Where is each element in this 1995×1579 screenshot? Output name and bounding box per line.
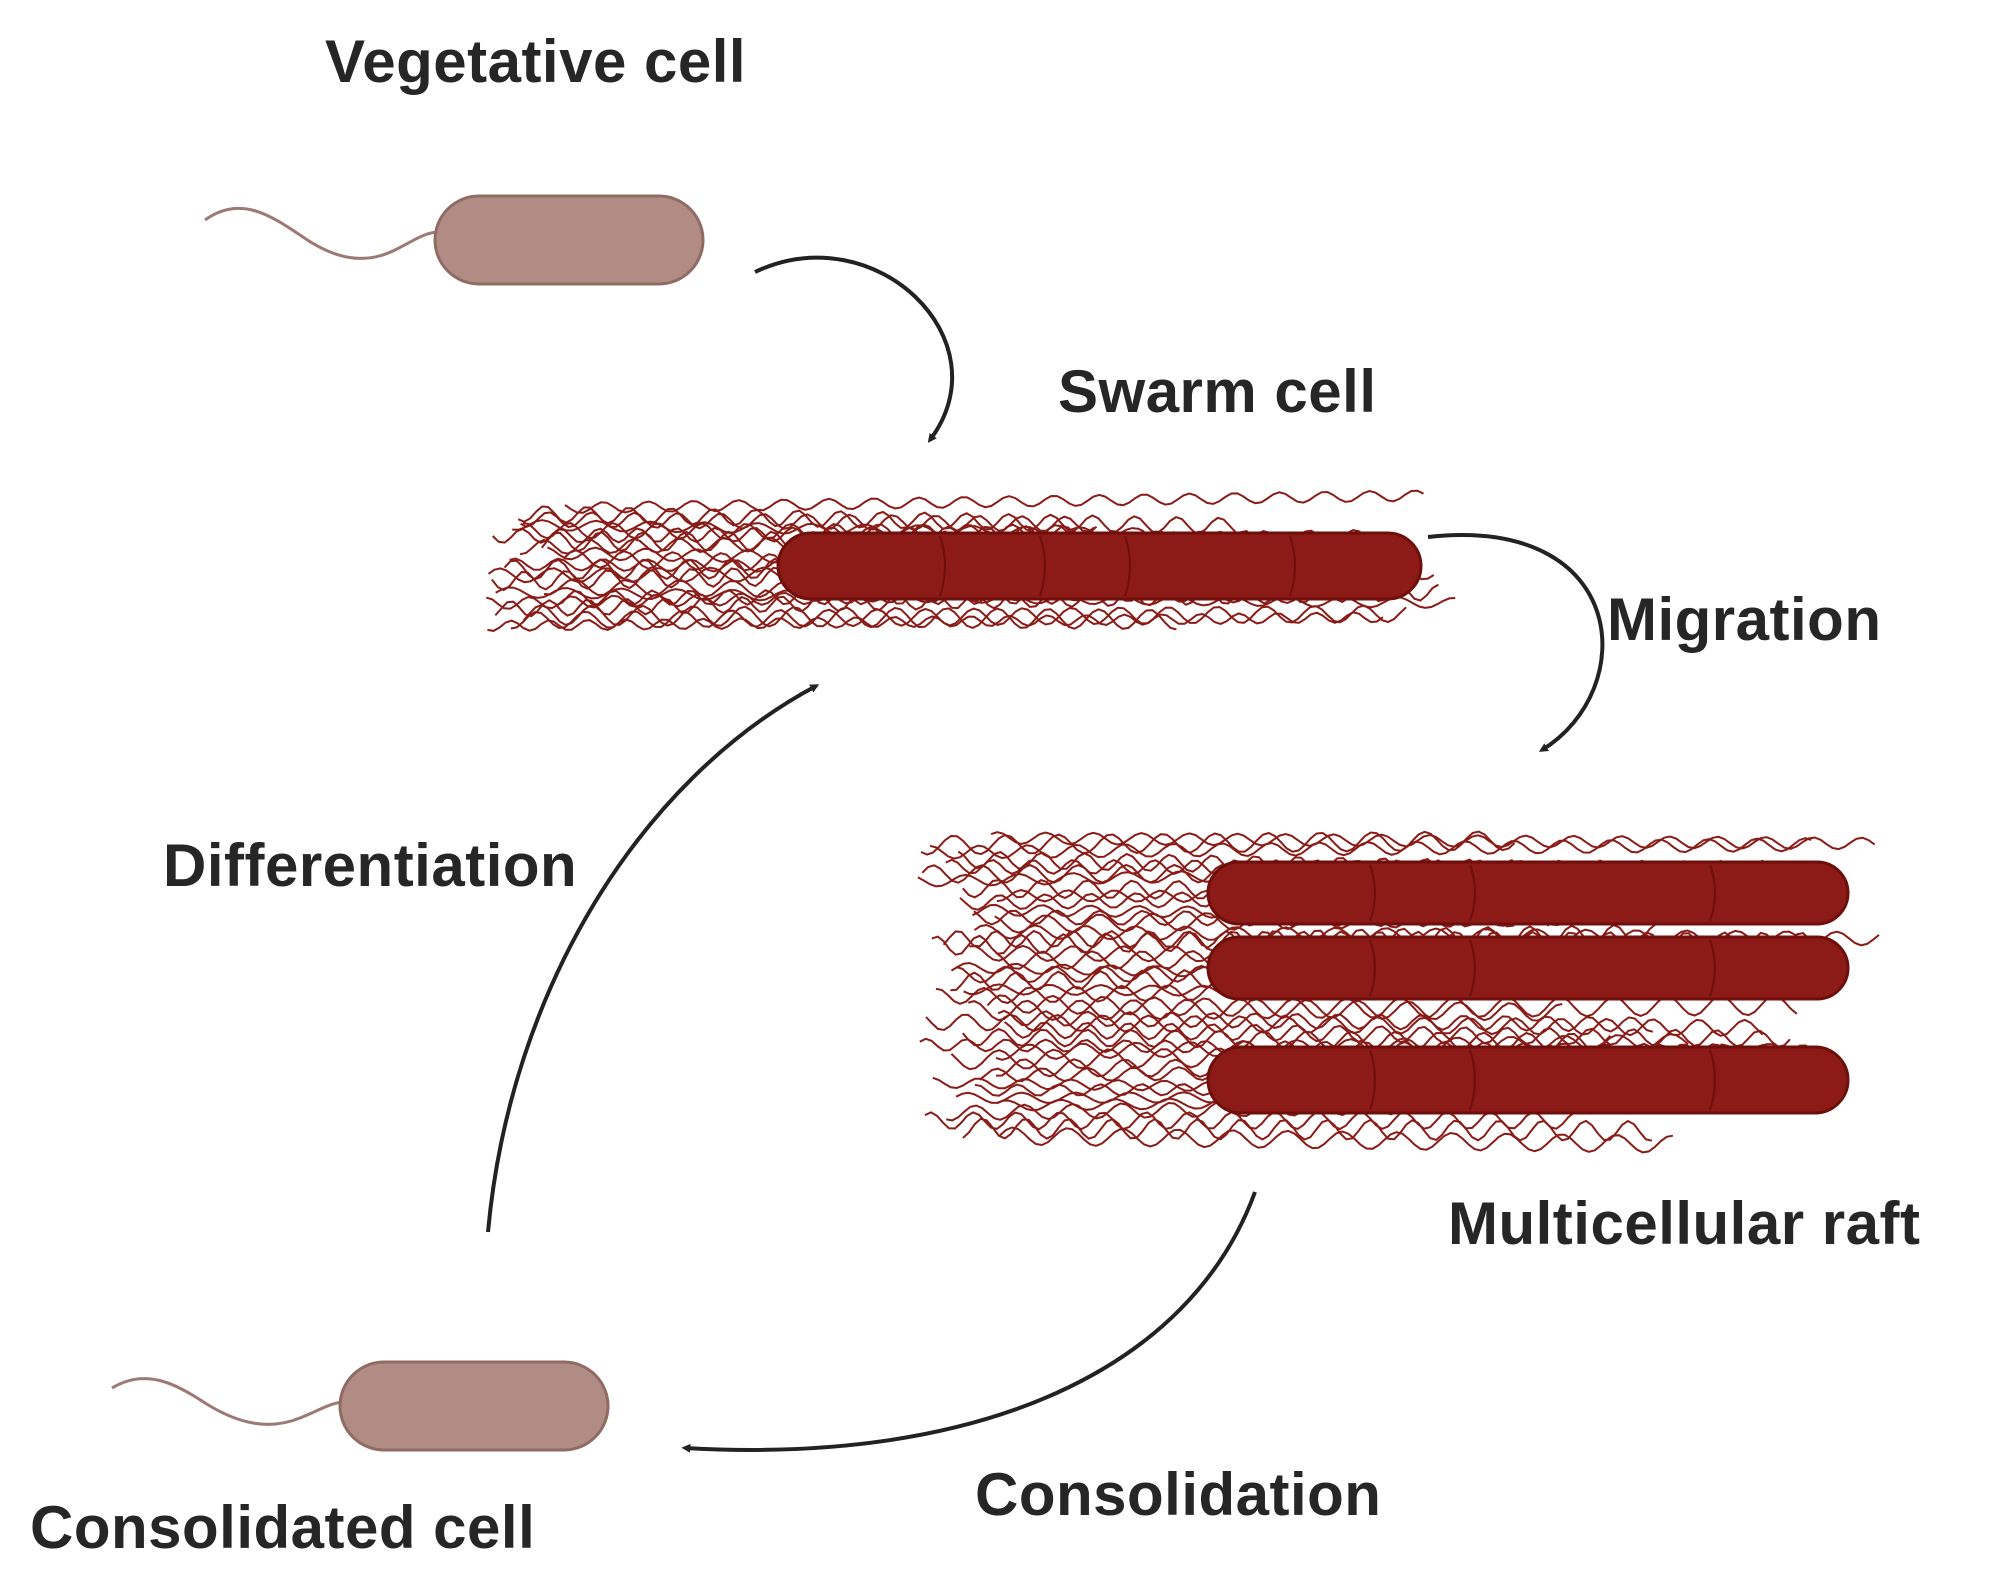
raft-cell-bottom (1206, 1045, 1850, 1115)
vegetative-cell (204, 194, 705, 286)
swarm-flagellum (520, 511, 1095, 533)
differentiation-label: Differentiation (163, 832, 578, 899)
vegetative-cell-body (433, 194, 705, 286)
swarm-cell-septa (939, 535, 1296, 597)
consolidated-cell-label: Consolidated cell (30, 1494, 536, 1561)
raft-cell-top (1206, 860, 1850, 926)
swarm-flagellum (510, 604, 1407, 630)
raft-flagellum (962, 1117, 1653, 1142)
swarm-flagellum (487, 611, 1384, 632)
swarm-cell-label: Swarm cell (1058, 358, 1377, 425)
vegetative-cell-label: Vegetative cell (325, 28, 747, 95)
raft-flagellum (995, 1033, 1689, 1061)
raft-cell-middle (1206, 935, 1850, 1001)
consolidation-label: Consolidation (975, 1461, 1382, 1528)
consolidated-cell-body (338, 1360, 610, 1452)
swarm-flagellum (492, 525, 1081, 544)
raft-flagellum (920, 830, 1516, 856)
consolidated-cell (111, 1360, 610, 1452)
vegetative-cell-flagellum (204, 206, 441, 260)
arrow-consolidation (681, 1191, 1257, 1453)
raft-flagellum (967, 994, 1798, 1022)
swarm-cell (486, 489, 1456, 632)
raft-flagellum (999, 1126, 1674, 1154)
multicellular-raft (917, 830, 1880, 1154)
swarm-flagellum (564, 489, 1424, 514)
raft-flagellum (997, 1009, 1654, 1033)
raft-flagellum (929, 837, 1812, 860)
raft-septa (1369, 864, 1716, 1111)
swarm-cell-body (776, 531, 1423, 601)
consolidated-cell-flagellum (111, 1377, 346, 1426)
multicellular-raft-label: Multicellular raft (1448, 1190, 1921, 1257)
raft-flagellum (925, 1013, 1764, 1037)
arrow-differentiation (486, 684, 820, 1233)
arrow-migration (1427, 533, 1605, 752)
swarm-flagellum (512, 519, 1145, 539)
arrow-vegetative-to-swarm (754, 255, 955, 443)
migration-label: Migration (1607, 586, 1882, 653)
